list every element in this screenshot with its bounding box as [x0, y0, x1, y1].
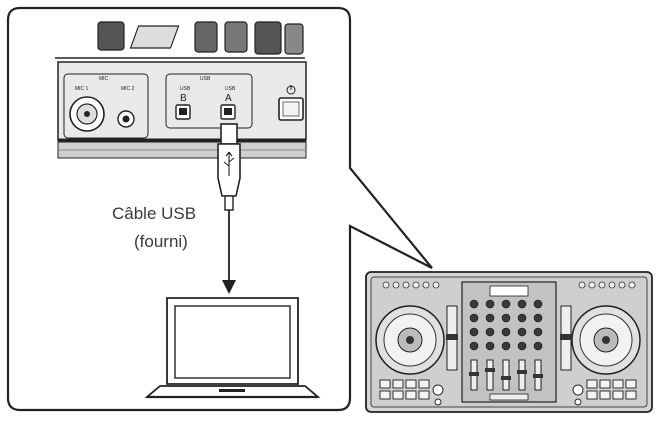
- cable-label-line2: (fourni): [134, 232, 188, 251]
- usb-b-letter: B: [180, 93, 187, 104]
- usb-symbol-icon: [223, 151, 235, 176]
- usb-group-label: USB: [200, 76, 211, 82]
- usb-b-plug: [220, 123, 238, 145]
- usb-cable: [217, 123, 241, 294]
- laptop: [144, 297, 321, 399]
- arrow-down-icon: [222, 280, 236, 294]
- mic1-label: MIC 1: [75, 86, 89, 92]
- cable-label-line1: Câble USB: [112, 204, 197, 223]
- mic2-label: MIC 2: [121, 86, 135, 92]
- dj-controller: [365, 271, 653, 413]
- usb-b-small-label: USB: [180, 86, 191, 92]
- usb-a-letter: A: [225, 93, 232, 104]
- usb-a-small-label: USB: [225, 86, 236, 92]
- laptop-screen: [174, 305, 291, 379]
- mic-group-label: MIC: [99, 76, 109, 82]
- controller-rear-panel: MIC MIC 1 MIC 2 USB USB B USB A: [55, 21, 307, 159]
